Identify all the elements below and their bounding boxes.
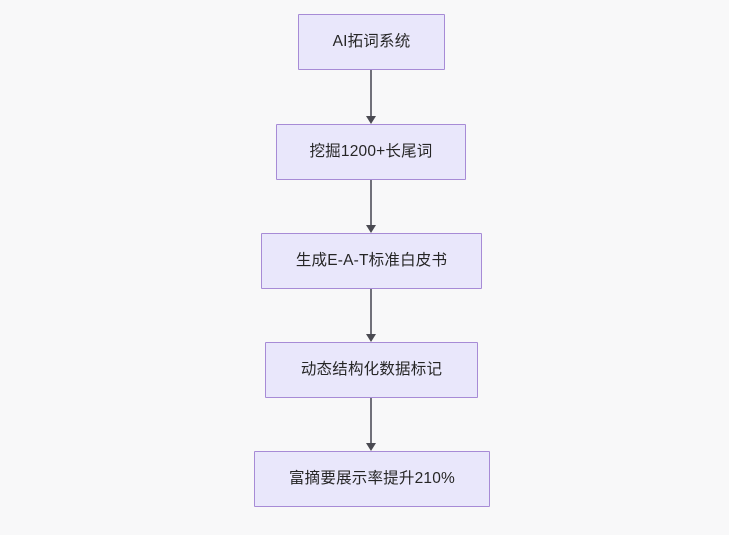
flow-node-structured-data-markup[interactable]: 动态结构化数据标记 [265,342,478,398]
flow-node-label: 挖掘1200+长尾词 [309,142,433,160]
arrowhead-icon [366,443,376,451]
arrowhead-icon [366,225,376,233]
flow-node-rich-snippet-result[interactable]: 富摘要展示率提升210% [254,451,490,507]
flow-node-eat-whitepaper[interactable]: 生成E-A-T标准白皮书 [261,233,482,289]
arrowhead-icon [366,334,376,342]
connector-line [370,289,372,334]
connector-line [370,398,372,443]
connector-line [370,70,372,116]
flow-node-label: AI拓词系统 [332,32,411,50]
flow-node-label: 生成E-A-T标准白皮书 [295,251,448,269]
arrowhead-icon [366,116,376,124]
flow-node-ai-keyword-system[interactable]: AI拓词系统 [298,14,445,70]
flow-node-label: 富摘要展示率提升210% [288,469,456,487]
flow-node-longtail-keywords[interactable]: 挖掘1200+长尾词 [276,124,466,180]
flow-node-label: 动态结构化数据标记 [300,360,443,378]
connector-line [370,180,372,225]
